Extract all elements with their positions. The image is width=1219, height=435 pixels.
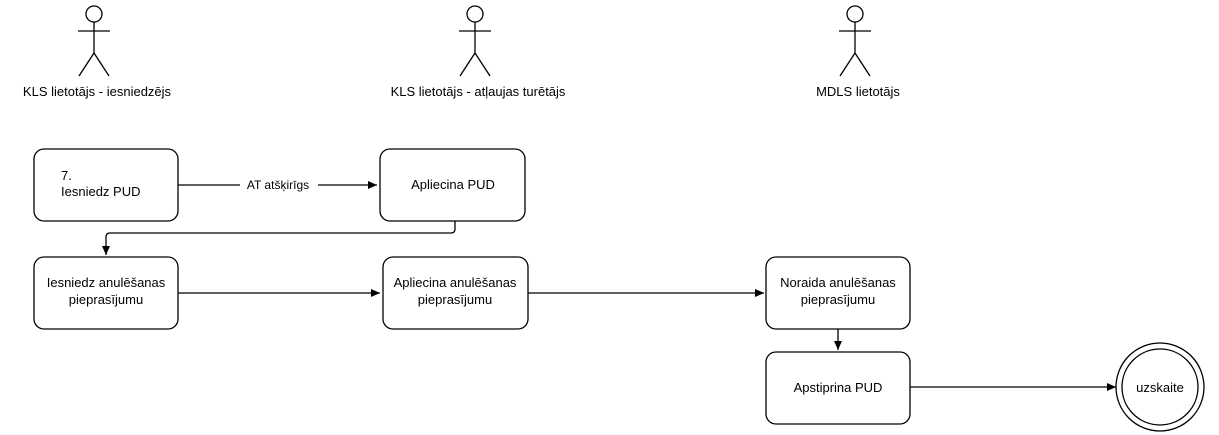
node-label: Apliecina anulēšanas xyxy=(394,275,517,290)
node-label: pieprasījumu xyxy=(69,292,143,307)
stick-figure-icon xyxy=(459,5,491,77)
stick-figure-icon xyxy=(78,5,110,77)
node-label: pieprasījumu xyxy=(801,292,875,307)
node-label: Noraida anulēšanas xyxy=(780,275,896,290)
node-approve-pud[interactable]: Apstiprina PUD xyxy=(765,351,911,425)
node-end-state[interactable]: uzskaite xyxy=(1115,342,1205,432)
node-label: Apstiprina PUD xyxy=(794,380,883,395)
node-label: Iesniedz PUD xyxy=(61,184,140,199)
node-label: 7. xyxy=(61,168,72,183)
node-submit-cancel-request[interactable]: Iesniedz anulēšanas pieprasījumu xyxy=(33,256,179,330)
actor-label: KLS lietotājs - atļaujas turētājs xyxy=(391,84,566,99)
node-label: Apliecina PUD xyxy=(411,177,495,192)
actor-label: MDLS lietotājs xyxy=(816,84,900,99)
edge-certify-to-cancel-request xyxy=(102,221,456,255)
node-label: uzskaite xyxy=(1136,380,1184,395)
actor-submitter: KLS lietotājs - iesniedzējs xyxy=(23,5,172,99)
edges: AT atšķirīgs xyxy=(102,176,1116,391)
edge-label: AT atšķirīgs xyxy=(247,178,309,192)
node-reject-cancel-request[interactable]: Noraida anulēšanas pieprasījumu xyxy=(765,256,911,330)
node-certify-pud[interactable]: Apliecina PUD xyxy=(379,148,526,222)
node-certify-cancel-request[interactable]: Apliecina anulēšanas pieprasījumu xyxy=(382,256,529,330)
stick-figure-icon xyxy=(839,5,871,77)
node-submit-pud[interactable]: 7. Iesniedz PUD xyxy=(33,148,179,222)
edge-label-bg xyxy=(240,176,318,192)
actor-mdls: MDLS lietotājs xyxy=(816,5,900,99)
node-label: pieprasījumu xyxy=(418,292,492,307)
actor-label: KLS lietotājs - iesniedzējs xyxy=(23,84,172,99)
actor-holder: KLS lietotājs - atļaujas turētājs xyxy=(391,5,566,99)
node-label: Iesniedz anulēšanas xyxy=(47,275,166,290)
